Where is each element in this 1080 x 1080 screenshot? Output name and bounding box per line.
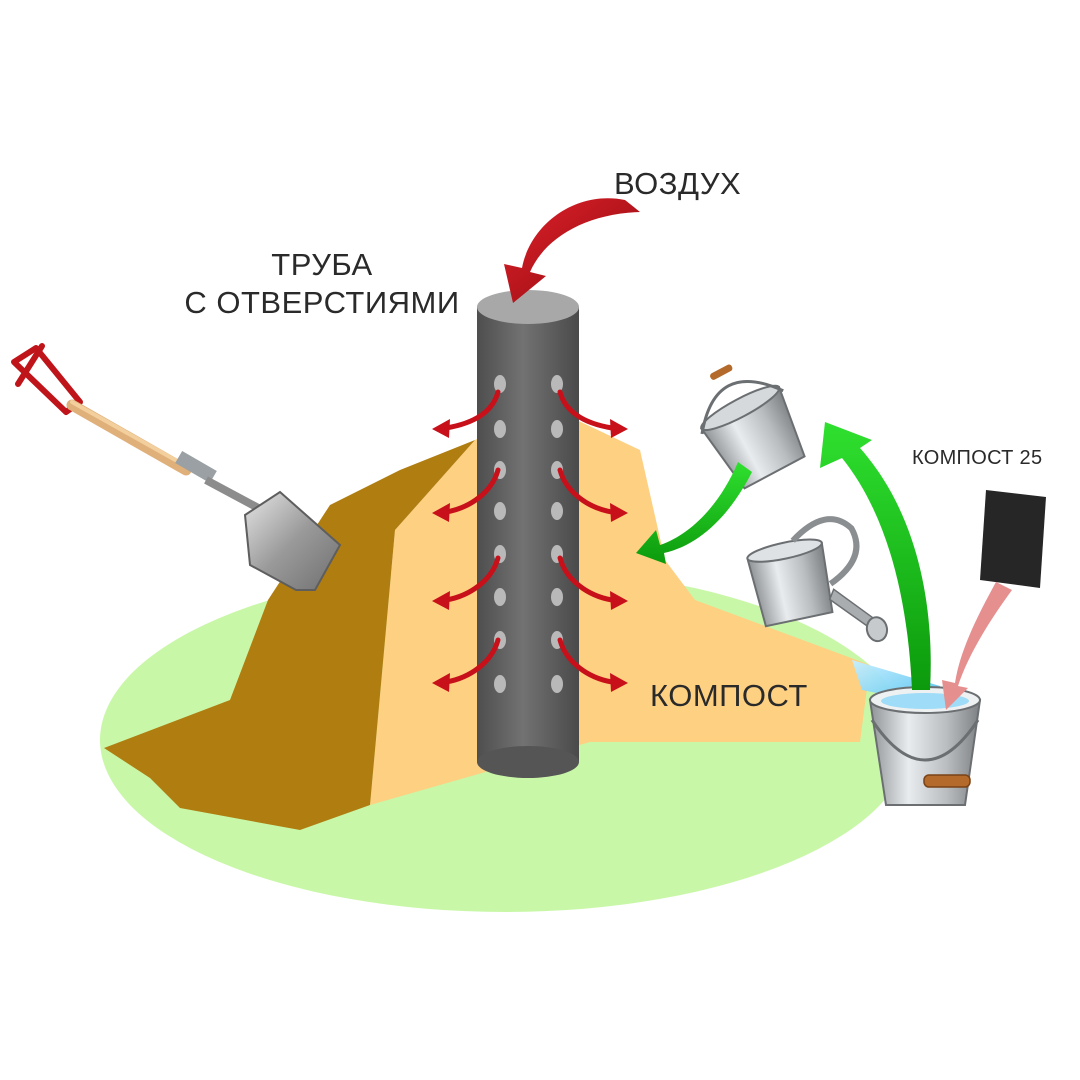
air-flow-arrowhead-left — [432, 673, 450, 692]
air-label: ВОЗДУХ — [614, 166, 742, 201]
pipe-hole — [494, 675, 506, 693]
air-flow-arrowhead-right — [610, 503, 628, 522]
pipe-hole — [551, 375, 563, 393]
pipe-label-line2: С ОТВЕРСТИЯМИ — [184, 285, 460, 320]
pipe-hole — [551, 588, 563, 606]
air-flow-arrow-left — [443, 467, 501, 515]
air-flow-arrowhead-right — [610, 419, 628, 438]
pipe-hole — [494, 420, 506, 438]
watering-can-icon — [746, 516, 889, 643]
bucket-icon — [868, 686, 982, 806]
pipe-hole — [494, 502, 506, 520]
air-flow-arrowhead-right — [610, 673, 628, 692]
pipe-hole — [494, 375, 506, 393]
add-material-arrow — [636, 462, 752, 564]
pipe-hole — [494, 588, 506, 606]
shovel-icon — [11, 343, 342, 591]
bucket-icon — [699, 364, 806, 490]
pipe-hole — [551, 502, 563, 520]
air-flow-arrow-right — [557, 637, 615, 685]
package-icon — [980, 490, 1046, 588]
air-flow-arrow-right — [557, 467, 615, 515]
air-flow-arrow-left — [443, 389, 501, 431]
pipe-label: ТРУБА С ОТВЕРСТИЯМИ — [178, 246, 466, 322]
air-flow-arrow-right — [557, 555, 615, 603]
compost-label: КОМПОСТ — [650, 678, 808, 713]
compost-heap — [104, 440, 475, 830]
perforated-pipe — [477, 290, 579, 778]
add-product-arrow — [942, 582, 1012, 710]
air-flow-arrow-right — [557, 389, 615, 431]
recirculation-arrow — [820, 422, 931, 690]
pipe-hole — [551, 420, 563, 438]
air-flow-arrow-left — [443, 637, 501, 685]
compost-product-label: КОМПОСТ 25 — [912, 447, 1043, 469]
air-flow-arrowhead-left — [432, 591, 450, 610]
air-flow-arrowhead-left — [432, 503, 450, 522]
air-inlet-arrow — [504, 198, 640, 303]
air-flow-arrows — [432, 389, 628, 692]
air-flow-arrowhead-left — [432, 419, 450, 438]
pipe-label-line1: ТРУБА — [271, 247, 373, 282]
pipe-hole — [551, 675, 563, 693]
air-flow-arrow-left — [443, 555, 501, 603]
air-flow-arrowhead-right — [610, 591, 628, 610]
